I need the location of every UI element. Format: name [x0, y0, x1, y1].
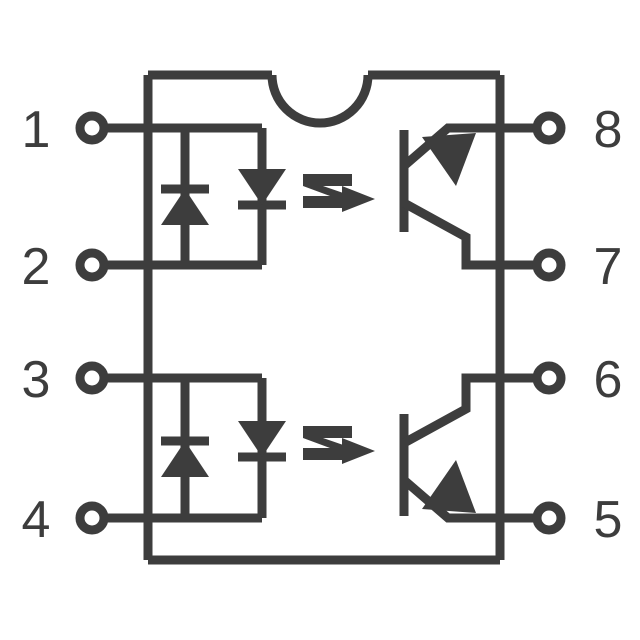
pin-terminal-1[interactable]	[75, 111, 109, 145]
transistor-b-emitter-lead	[401, 476, 500, 523]
led-b2-triangle-down	[238, 421, 286, 457]
channel-b-led-triangles	[161, 421, 286, 477]
pin-label-7: 7	[594, 238, 623, 296]
pin-label-1: 1	[22, 101, 51, 159]
pin-terminal-4[interactable]	[75, 501, 109, 535]
led-a1-triangle-up	[161, 189, 209, 225]
transistor-b-emitter-arrowhead-group	[422, 460, 476, 513]
package-outline	[143, 70, 505, 565]
pin-terminal-3[interactable]	[75, 361, 109, 395]
optical-arrow-a-head	[342, 186, 375, 212]
transistor-a-emitter-arrowhead-group	[422, 133, 476, 186]
led-b1-triangle-up	[161, 441, 209, 477]
transistor-a-collector-lead	[401, 199, 500, 270]
pin-terminals-right	[532, 111, 566, 535]
pin1-notch-arc	[267, 74, 373, 128]
pin-terminal-8[interactable]	[532, 111, 566, 145]
pin-terminal-2[interactable]	[75, 248, 109, 282]
pin-label-6: 6	[594, 351, 623, 409]
pin-label-2: 2	[22, 238, 51, 296]
pin-label-3: 3	[22, 351, 51, 409]
pin-label-8: 8	[594, 101, 623, 159]
pin-label-4: 4	[22, 491, 51, 549]
optical-arrow-b-head	[342, 438, 375, 464]
pin-terminals-left	[75, 111, 109, 535]
optical-arrow-a-zigzag	[303, 174, 352, 208]
transistor-b-collector-lead	[401, 373, 500, 447]
transistor-b-emitter-arrowhead	[422, 460, 476, 513]
channel-a-optical-coupling-arrows	[303, 174, 375, 212]
transistor-a-emitter-lead	[401, 123, 500, 170]
pin-terminal-6[interactable]	[532, 361, 566, 395]
transistor-a-emitter-arrowhead	[422, 133, 476, 186]
channel-b-phototransistor	[399, 373, 500, 523]
channel-b-optical-coupling-arrows	[303, 426, 375, 464]
optical-arrow-b-zigzag	[303, 426, 352, 460]
channel-a-led-triangles	[161, 169, 286, 225]
pin-terminal-7[interactable]	[532, 248, 566, 282]
pin-label-5: 5	[594, 491, 623, 549]
channel-a-phototransistor	[399, 123, 500, 270]
pin-number-labels: 1 2 3 4 8 7 6 5	[22, 101, 623, 549]
pin-terminal-5[interactable]	[532, 501, 566, 535]
led-a2-triangle-down	[238, 169, 286, 205]
